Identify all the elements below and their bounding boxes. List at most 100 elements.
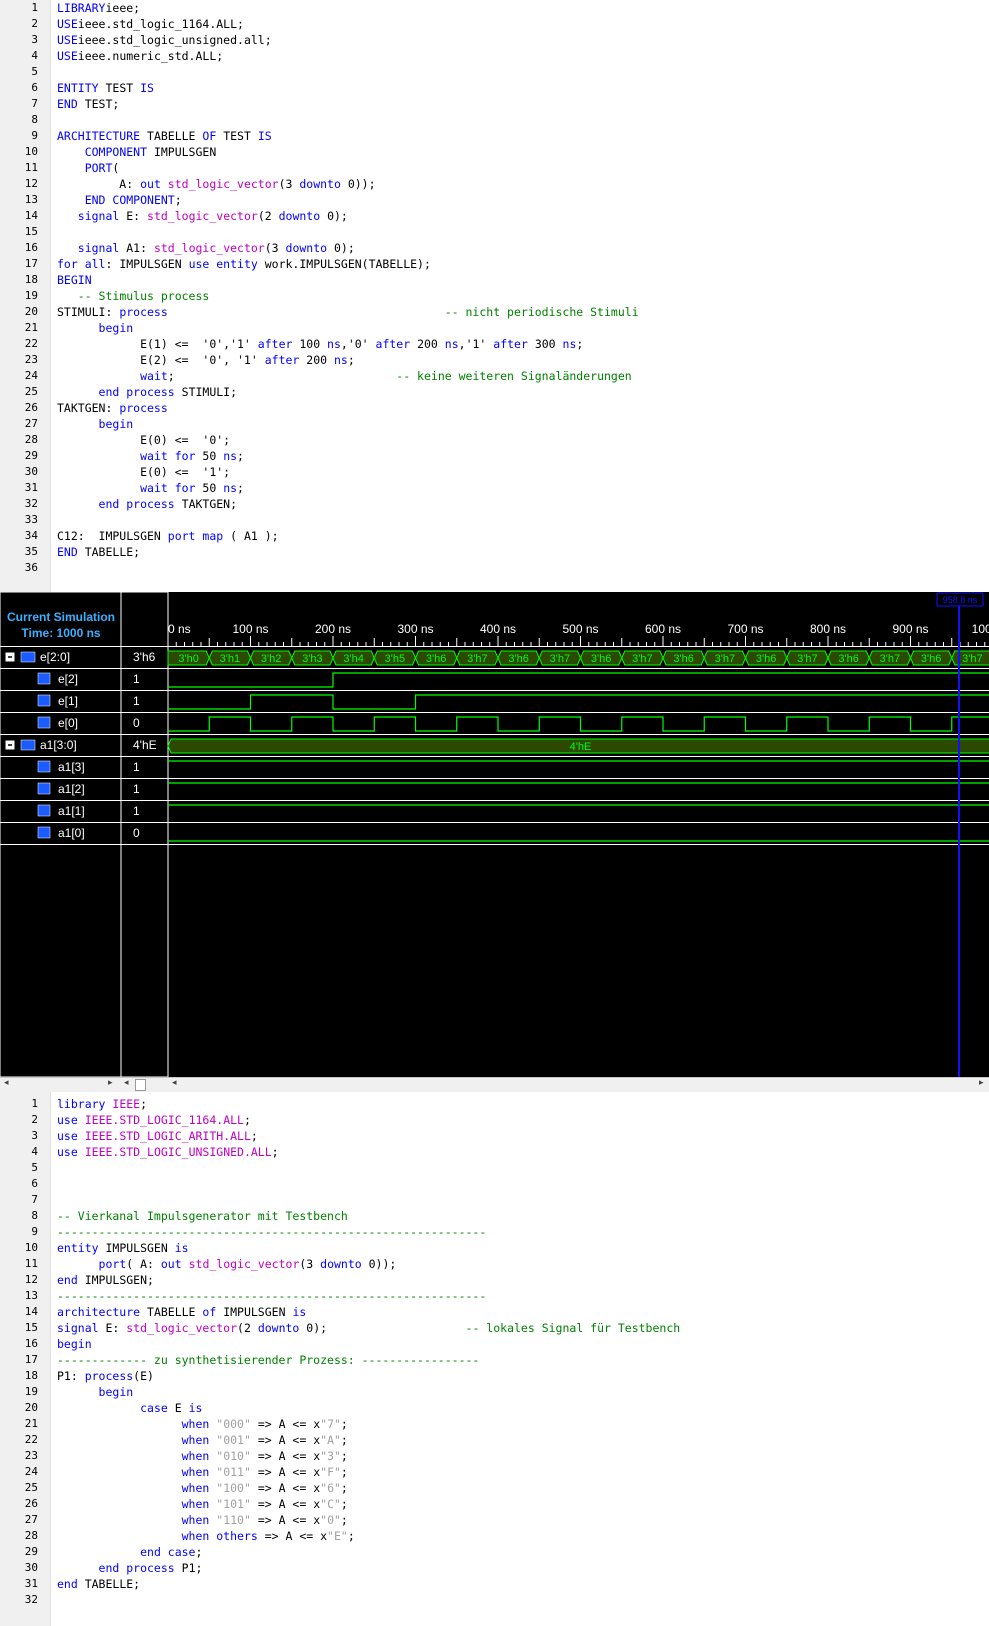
code-token: E(0) <= '0';	[57, 433, 231, 447]
code-line[interactable]: 27 begin	[0, 416, 989, 432]
code-token: entity	[57, 1241, 99, 1255]
code-token: ns	[333, 353, 348, 367]
code-line[interactable]: 33	[0, 512, 989, 528]
code-line[interactable]: 15	[0, 224, 989, 240]
code-line[interactable]: 28 E(0) <= '0';	[0, 432, 989, 448]
waveform-horizontal-scrollbar[interactable]: ◂ ▸ ◂ ◂ ▸	[0, 1077, 989, 1093]
code-line[interactable]: 28 when others => A <= x"E";	[0, 1528, 989, 1544]
code-line[interactable]: 22 E(1) <= '0','1' after 100 ns,'0' afte…	[0, 336, 989, 352]
code-token: E:	[98, 1321, 127, 1335]
scroll-left-icon[interactable]: ◂	[4, 1078, 9, 1088]
code-line[interactable]: 11 PORT(	[0, 160, 989, 176]
code-text: end process TAKTGEN;	[57, 496, 237, 512]
code-token: downto	[299, 177, 341, 191]
code-line[interactable]: 30 E(0) <= '1';	[0, 464, 989, 480]
code-line[interactable]: 11 port( A: out std_logic_vector(3 downt…	[0, 1256, 989, 1272]
signal-name: a1[1]	[58, 804, 85, 818]
code-line[interactable]: 9---------------------------------------…	[0, 1224, 989, 1240]
scroll-right-icon[interactable]: ▸	[979, 1078, 984, 1088]
code-line[interactable]: 20 case E is	[0, 1400, 989, 1416]
cursor-label-box[interactable]	[936, 592, 984, 607]
code-line[interactable]: 17------------- zu synthetisierender Pro…	[0, 1352, 989, 1368]
code-line[interactable]: 32 end process TAKTGEN;	[0, 496, 989, 512]
code-token: is	[188, 1401, 203, 1415]
code-token: ----------------------------------------…	[57, 1289, 487, 1303]
code-line[interactable]: 23 when "010" => A <= x"3";	[0, 1448, 989, 1464]
code-line[interactable]: 29 end case;	[0, 1544, 989, 1560]
code-line[interactable]: 19 -- Stimulus process	[0, 288, 989, 304]
code-line[interactable]: 24 when "011" => A <= x"F";	[0, 1464, 989, 1480]
code-text: -- Vierkanal Impulsgenerator mit Testben…	[57, 1208, 348, 1224]
code-line[interactable]: 26 when "101" => A <= x"C";	[0, 1496, 989, 1512]
code-token: PORT	[84, 161, 113, 175]
code-line[interactable]: 5	[0, 64, 989, 80]
code-line[interactable]: 13 END COMPONENT;	[0, 192, 989, 208]
code-line[interactable]: 36	[0, 560, 989, 576]
code-token	[57, 145, 85, 159]
code-line[interactable]: 32	[0, 1592, 989, 1608]
code-line[interactable]: 10 COMPONENT IMPULSGEN	[0, 144, 989, 160]
code-line[interactable]: 27 when "110" => A <= x"0";	[0, 1512, 989, 1528]
code-token: is	[292, 1305, 307, 1319]
code-line[interactable]: 7	[0, 1192, 989, 1208]
code-line[interactable]: 31 wait for 50 ns;	[0, 480, 989, 496]
code-line[interactable]: 12 A: out std_logic_vector(3 downto 0));	[0, 176, 989, 192]
code-line[interactable]: 25 end process STIMULI;	[0, 384, 989, 400]
code-line[interactable]: 21 begin	[0, 320, 989, 336]
code-line[interactable]: 24 wait; -- keine weiteren Signaländerun…	[0, 368, 989, 384]
code-line[interactable]: 6	[0, 1176, 989, 1192]
code-text: when "101" => A <= x"C";	[57, 1496, 348, 1512]
code-text: for all: IMPULSGEN use entity work.IMPUL…	[57, 256, 431, 272]
code-line[interactable]: 23 E(2) <= '0', '1' after 200 ns;	[0, 352, 989, 368]
scroll-left-icon[interactable]: ◂	[172, 1078, 177, 1088]
code-line[interactable]: 30 end process P1;	[0, 1560, 989, 1576]
code-line[interactable]: 8-- Vierkanal Impulsgenerator mit Testbe…	[0, 1208, 989, 1224]
code-token: "0"	[320, 1513, 341, 1527]
code-line[interactable]: 13--------------------------------------…	[0, 1288, 989, 1304]
code-line[interactable]: 8	[0, 112, 989, 128]
code-line[interactable]: 16 signal A1: std_logic_vector(3 downto …	[0, 240, 989, 256]
code-token: 0);	[327, 241, 355, 255]
line-number: 28	[24, 433, 38, 446]
code-token: ----------------------------------------…	[57, 1225, 487, 1239]
code-line[interactable]: 21 when "000" => A <= x"7";	[0, 1416, 989, 1432]
scroll-left-icon[interactable]: ◂	[124, 1078, 129, 1088]
code-line[interactable]: 14 signal E: std_logic_vector(2 downto 0…	[0, 208, 989, 224]
code-line[interactable]: 29 wait for 50 ns;	[0, 448, 989, 464]
code-line[interactable]: 25 when "100" => A <= x"6";	[0, 1480, 989, 1496]
code-line[interactable]: 19 begin	[0, 1384, 989, 1400]
code-token: -- Vierkanal Impulsgenerator mit Testben…	[57, 1209, 348, 1223]
scroll-thumb[interactable]	[135, 1079, 146, 1091]
code-line[interactable]: 22 when "001" => A <= x"A";	[0, 1432, 989, 1448]
code-line[interactable]: 5	[0, 1160, 989, 1176]
scroll-right-icon[interactable]: ▸	[108, 1078, 113, 1088]
